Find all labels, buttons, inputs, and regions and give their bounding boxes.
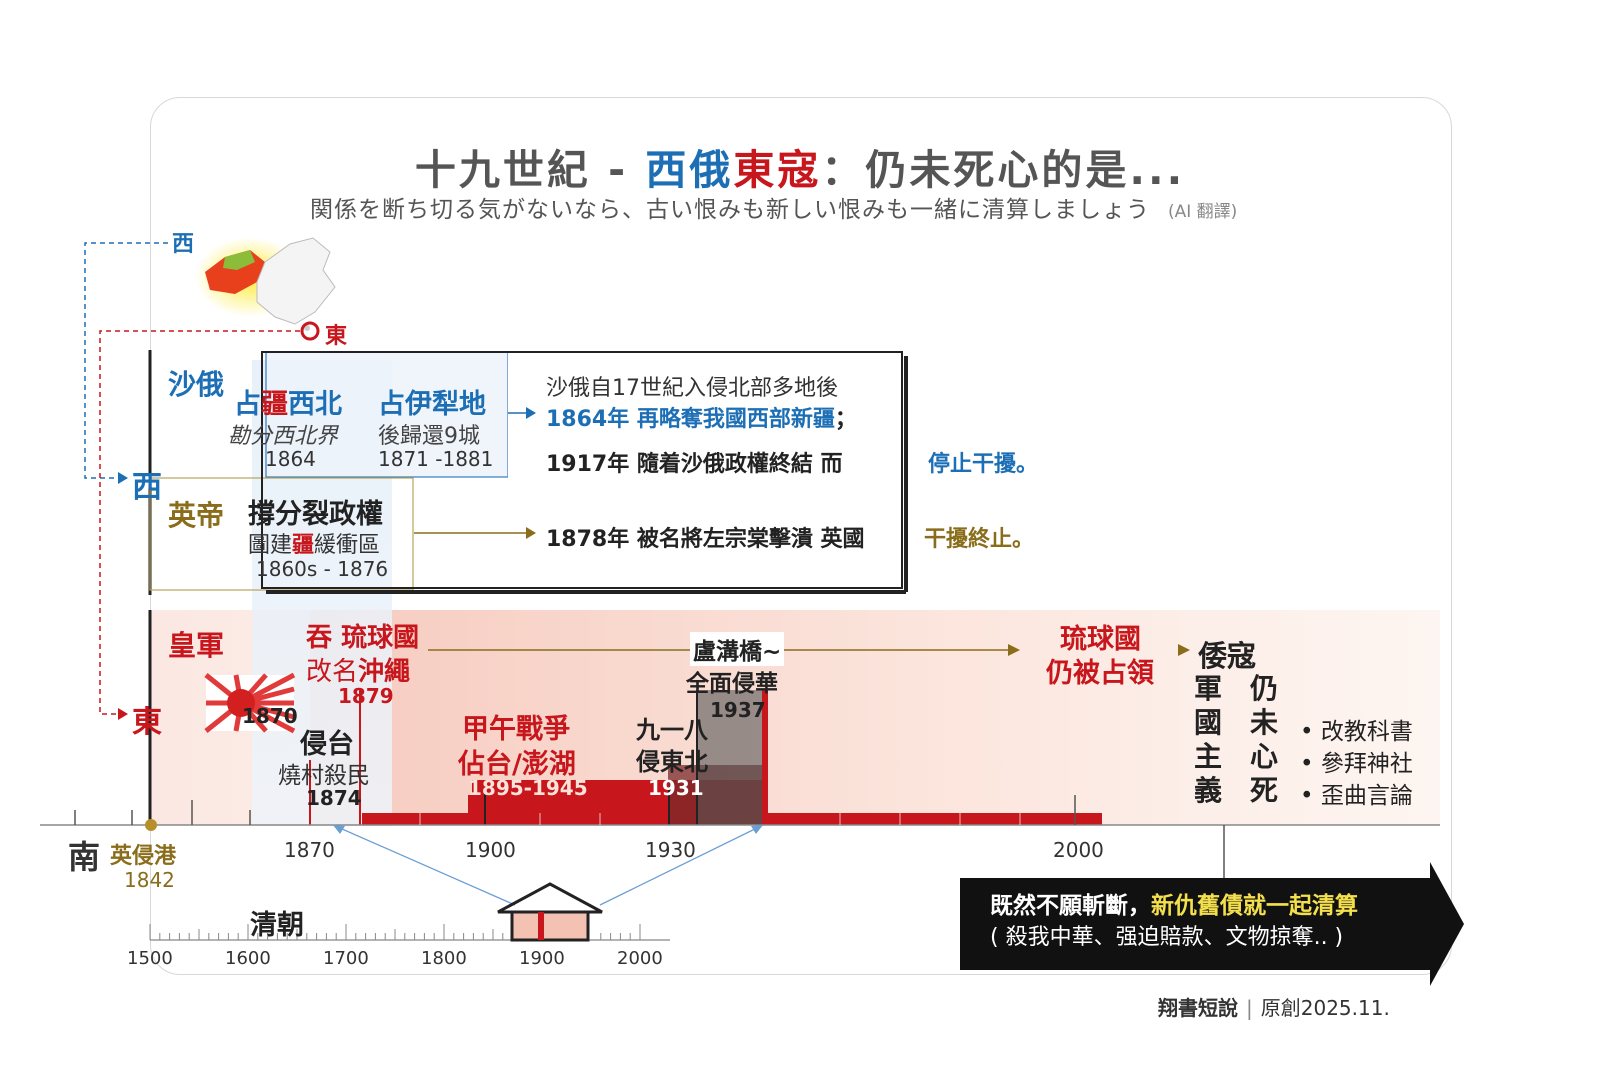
- small-tick-label: 1900: [519, 948, 565, 969]
- russia-event2-sub: 後歸還9城: [378, 424, 480, 449]
- banner-arrow-icon: [1430, 862, 1464, 986]
- description-box-border: [261, 351, 903, 589]
- tick-label-1900: 1900: [465, 838, 516, 862]
- hongkong-year: 1842: [124, 868, 175, 892]
- tick-label-1930: 1930: [645, 838, 696, 862]
- zoom-window-icon: [497, 882, 603, 942]
- britain-event-sub: 圖建疆緩衝區: [248, 533, 381, 558]
- russia-event2-year: 1871 -1881: [378, 447, 494, 471]
- list-item: • 歪曲言論: [1300, 783, 1413, 809]
- russia-label: 沙俄: [168, 368, 225, 401]
- not-dead-column: 仍未心死: [1250, 672, 1279, 807]
- banner-line1: 既然不願斬斷，新仇舊債就一起清算: [990, 893, 1358, 919]
- japan-label: 皇軍: [168, 629, 225, 662]
- banner-line2: ( 殺我中華、强迫賠款、文物掠奪.. ): [990, 925, 1344, 950]
- translation-note: (AI 翻譯): [1168, 202, 1238, 222]
- title-east: 東寇: [733, 146, 822, 194]
- britain-desc: 1878年 被名將左宗棠擊潰 英國: [546, 527, 865, 552]
- tick-label-2000: 2000: [1053, 838, 1104, 862]
- russia-box: [265, 351, 509, 478]
- title-west: 西俄: [645, 146, 734, 194]
- full-invasion-year: 1937: [710, 698, 766, 722]
- ryukyu-still-title: 琉球國: [1060, 624, 1141, 655]
- mukden-incident-title: 九一八: [636, 716, 708, 744]
- russia-event1-title: 占疆西北: [234, 389, 342, 420]
- small-tick-label: 2000: [617, 948, 663, 969]
- map-west-label: 西: [172, 232, 195, 257]
- side-south-label: 南: [68, 838, 101, 876]
- marco-polo-bridge-title: 盧溝橋~: [690, 632, 785, 666]
- ryukyu-still-sub: 仍被占領: [1046, 658, 1154, 689]
- behavior-list: • 改教科書 • 參拜神社 • 歪曲言論: [1300, 716, 1413, 812]
- hongkong-label: 英侵港: [110, 844, 177, 869]
- page-title: 十九世紀 - 西俄東寇：仍未死心的是...: [414, 146, 1186, 194]
- militarism-column: 軍國主義: [1194, 672, 1223, 807]
- ryukyu-rename: 改名沖繩: [306, 657, 411, 687]
- britain-label: 英帝: [168, 499, 225, 532]
- russia-event1-sub: 勘分西北界: [228, 424, 339, 449]
- taiwan-invasion-title: 侵台: [300, 729, 354, 760]
- britain-event-title: 撐分裂政權: [248, 499, 383, 530]
- small-timeline-ticks: [149, 924, 641, 940]
- flag-year: 1870: [242, 704, 298, 728]
- list-item: • 參拜神社: [1300, 751, 1413, 777]
- full-invasion-sub: 全面侵華: [686, 671, 778, 697]
- russia-desc-line2: 1864年 再略奪我國西部新疆；: [546, 407, 857, 432]
- west-connector: [84, 242, 168, 479]
- sino-japanese-war-title: 甲午戰爭: [462, 714, 570, 745]
- china-map: [195, 237, 336, 331]
- small-tick-label: 1600: [225, 948, 271, 969]
- tick-label-1870: 1870: [284, 838, 335, 862]
- map-east-label: 東: [325, 324, 348, 349]
- small-tick-label: 1800: [421, 948, 467, 969]
- settle-accounts-banner: [960, 878, 1434, 970]
- rising-sun-flag-icon: [204, 672, 296, 734]
- full-invasion-bar: [698, 690, 764, 825]
- hongkong-marker: [145, 819, 157, 831]
- ryukyu-annex-title: 吞 琉球國: [306, 623, 420, 653]
- britain-stop-label: 干擾終止。: [924, 527, 1035, 552]
- taiwan-occupation-years: 1895-1945: [468, 776, 588, 800]
- side-west-label: 西: [132, 470, 162, 505]
- small-tick-label: 1700: [323, 948, 369, 969]
- russia-desc-line1: 沙俄自17世紀入侵北部多地後: [546, 376, 838, 401]
- list-item: • 改教科書: [1300, 719, 1413, 745]
- russia-desc-line3: 1917年 隨着沙俄政權終結 而: [546, 452, 843, 477]
- russia-stop-label: 停止干擾。: [928, 452, 1039, 477]
- taiwan-invasion-year: 1874: [306, 786, 362, 810]
- mukden-incident-year: 1931: [648, 776, 704, 800]
- side-east-label: 東: [132, 705, 162, 740]
- wokou-label: 倭寇: [1198, 639, 1257, 673]
- small-tick-label: 1500: [127, 948, 173, 969]
- map-east-marker: [300, 321, 320, 341]
- east-connector: [99, 330, 300, 715]
- taiwan-penghu-label: 佔台/澎湖: [458, 749, 576, 780]
- footer-credit: 翔書短說|原創2025.11.: [1158, 996, 1390, 1020]
- taiwan-invasion-sub: 燒村殺民: [278, 763, 370, 789]
- qing-dynasty-label: 清朝: [250, 910, 304, 941]
- mukden-incident-sub: 侵東北: [636, 748, 708, 776]
- russia-event2-title: 占伊犁地: [378, 389, 486, 420]
- page-subtitle: 関係を断ち切る気がないなら、古い恨みも新しい恨みも一緒に清算しましょう(AI 翻…: [310, 197, 1238, 223]
- britain-event-year: 1860s - 1876: [256, 557, 389, 581]
- ryukyu-year: 1879: [338, 684, 394, 708]
- russia-event1-year: 1864: [265, 447, 316, 471]
